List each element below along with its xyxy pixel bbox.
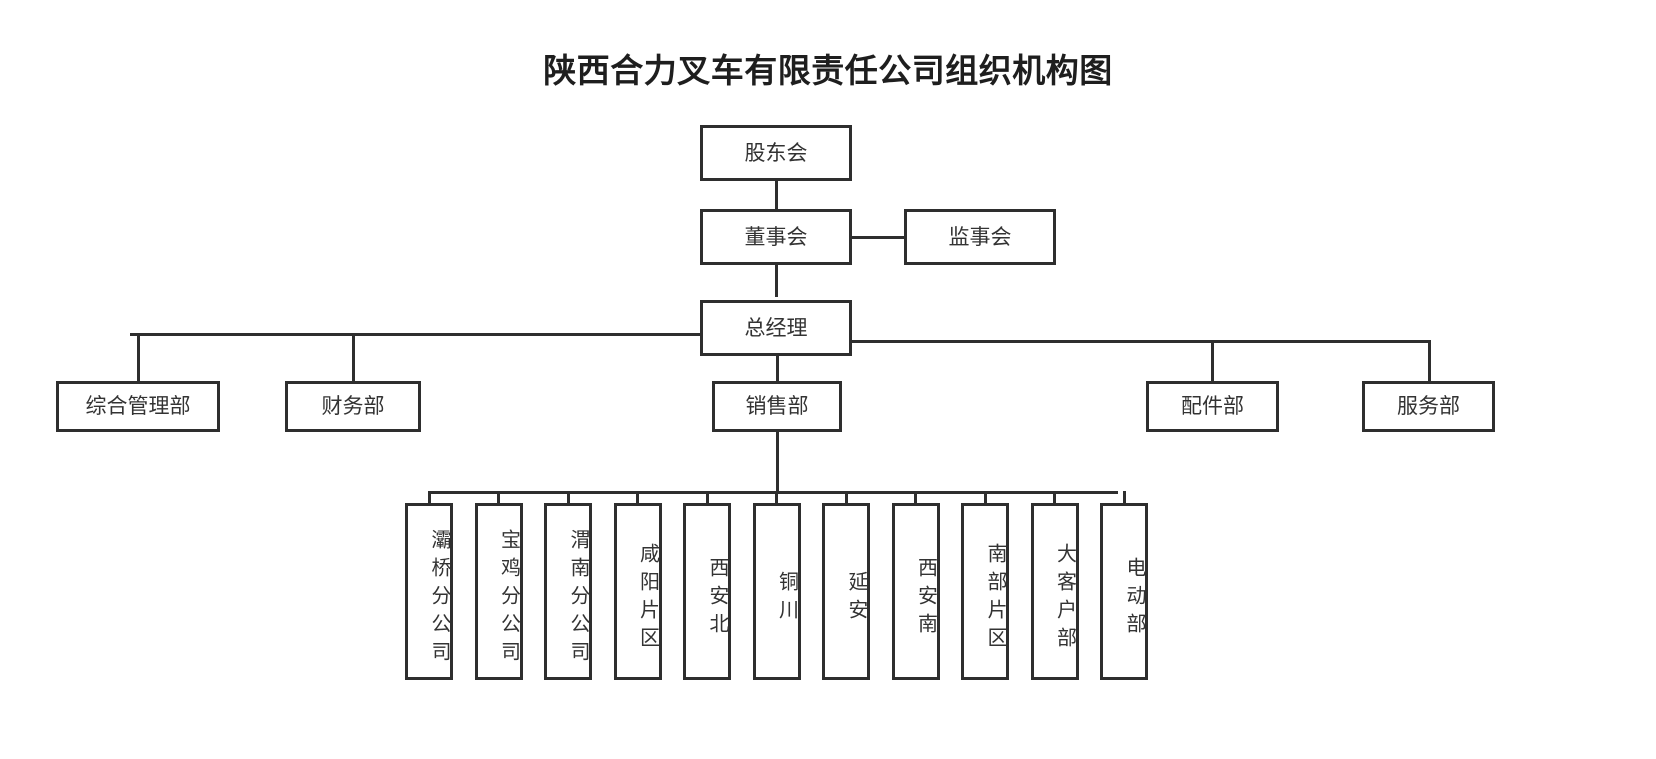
- connector-drop-xianyang: [636, 491, 639, 503]
- node-tongchuan[interactable]: 铜川: [752, 503, 801, 680]
- node-south-area[interactable]: 南部片区: [961, 503, 1009, 680]
- node-xianyang[interactable]: 咸阳片区: [613, 503, 662, 680]
- node-baqiao[interactable]: 灞桥分公司: [405, 503, 453, 680]
- node-dept-sales[interactable]: 销售部: [712, 381, 842, 432]
- node-xian-south[interactable]: 西安南: [891, 503, 940, 680]
- connector-drop-admin: [137, 333, 140, 381]
- node-xian-north[interactable]: 西安北: [683, 503, 731, 680]
- connector-drop-sales: [776, 356, 779, 381]
- node-dept-parts[interactable]: 配件部: [1146, 381, 1279, 432]
- connector-drop-xian-south: [914, 491, 917, 503]
- connector-drop-tongchuan: [775, 491, 778, 503]
- connector-drop-finance: [352, 333, 355, 381]
- connector-drop-baoji: [497, 491, 500, 503]
- node-key-accounts[interactable]: 大客户部: [1030, 503, 1079, 680]
- node-weinan[interactable]: 渭南分公司: [544, 503, 592, 680]
- connector-gm-bus-left: [130, 333, 700, 336]
- connector-board-to-gm: [775, 264, 778, 297]
- node-board-of-directors[interactable]: 董事会: [700, 209, 852, 265]
- connector-drop-south-area: [983, 491, 987, 503]
- connector-drop-baqiao: [427, 491, 431, 503]
- node-dept-finance[interactable]: 财务部: [285, 381, 421, 432]
- node-electric[interactable]: 电动部: [1100, 503, 1148, 680]
- connector-gm-bus-right: [851, 340, 1431, 343]
- connector-shareholders-to-board: [775, 180, 778, 212]
- connector-sales-to-bus: [776, 432, 779, 492]
- node-baoji[interactable]: 宝鸡分公司: [474, 503, 523, 680]
- connector-drop-service: [1428, 340, 1431, 381]
- node-board-of-supervisors[interactable]: 监事会: [904, 209, 1056, 265]
- node-general-manager[interactable]: 总经理: [700, 300, 852, 356]
- page-title: 陕西合力叉车有限责任公司组织机构图: [543, 52, 1113, 89]
- connector-drop-xian-north: [705, 491, 709, 503]
- connector-board-to-supervisors: [851, 236, 906, 239]
- node-shareholders[interactable]: 股东会: [700, 125, 852, 181]
- connector-sales-bus: [428, 491, 1118, 494]
- node-dept-admin[interactable]: 综合管理部: [56, 381, 220, 432]
- connector-drop-parts: [1211, 340, 1214, 381]
- node-yanan[interactable]: 延安: [822, 503, 870, 680]
- connector-drop-weinan: [566, 491, 570, 503]
- connector-drop-electric: [1122, 491, 1126, 503]
- node-dept-service[interactable]: 服务部: [1362, 381, 1495, 432]
- connector-drop-key-accounts: [1053, 491, 1056, 503]
- connector-drop-yanan: [844, 491, 848, 503]
